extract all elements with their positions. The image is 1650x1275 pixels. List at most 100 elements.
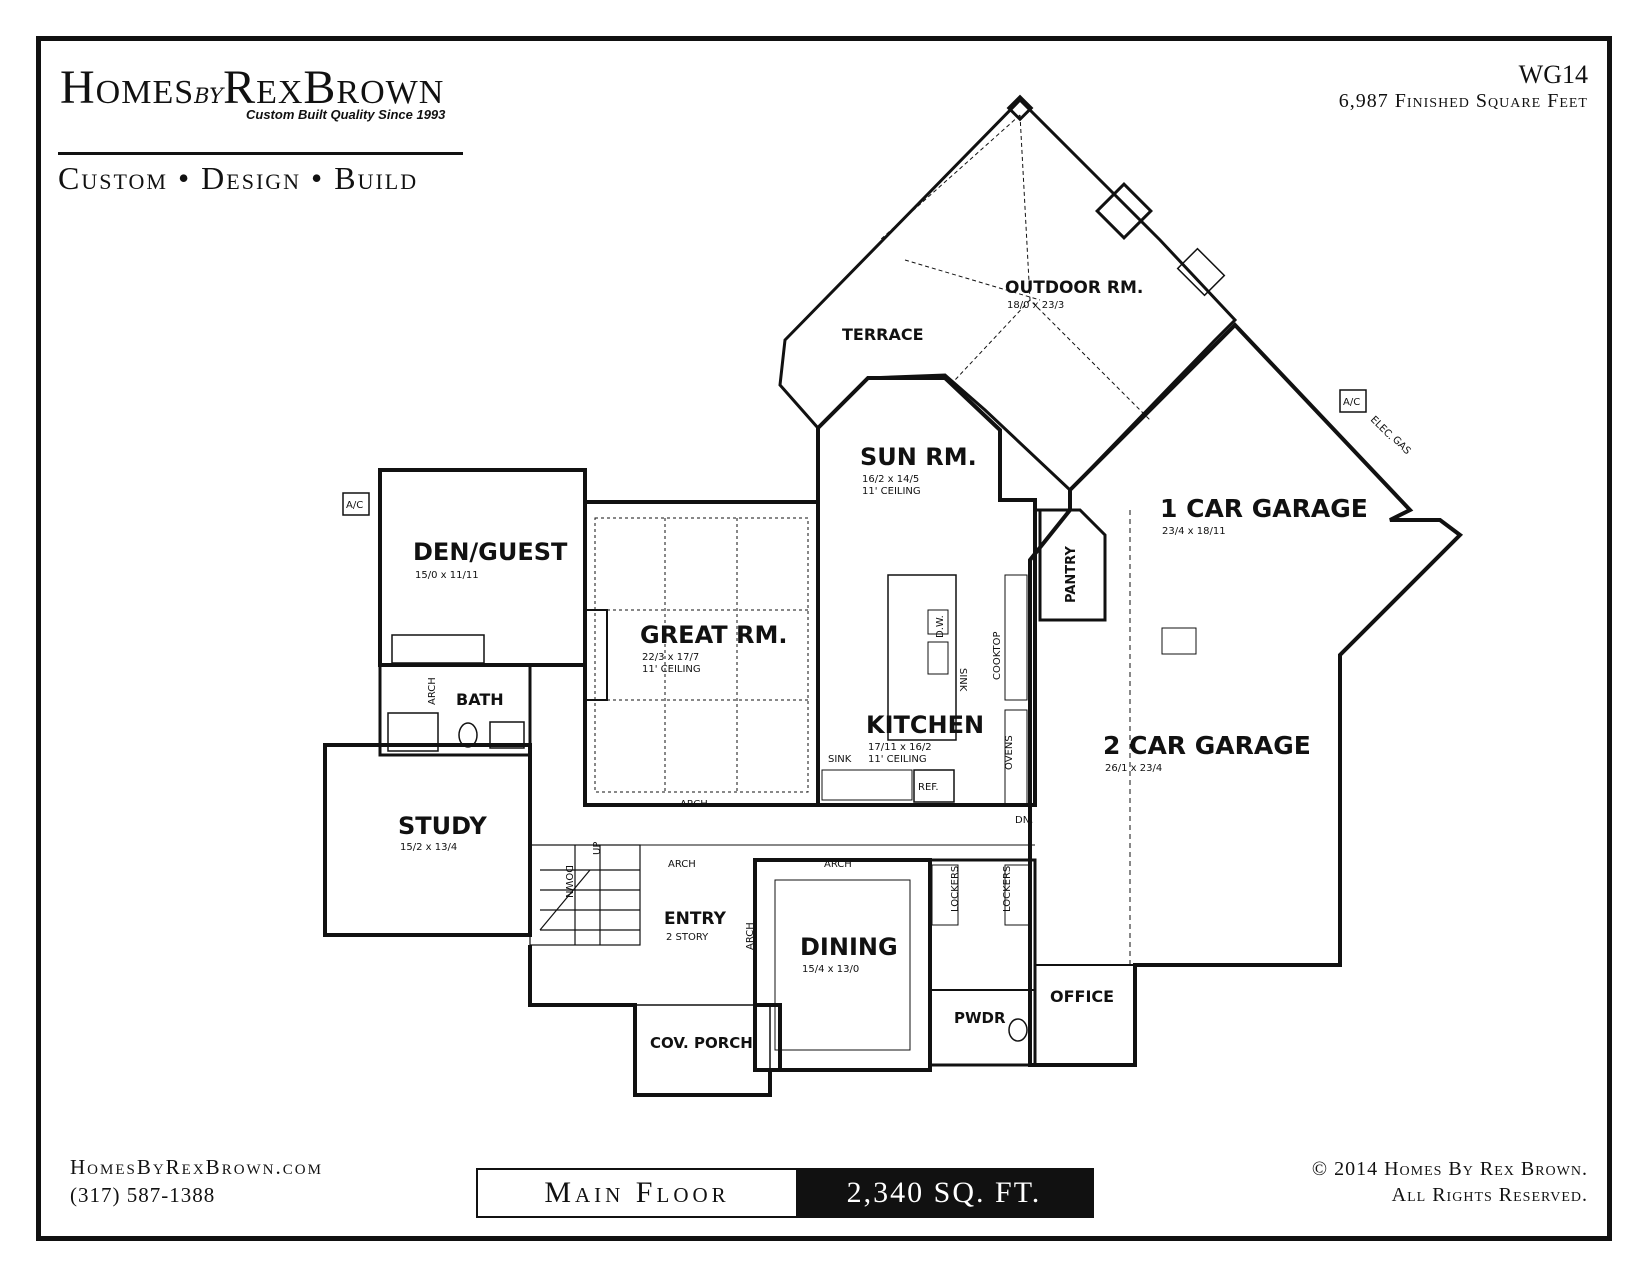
- brand-services: Custom • Design • Build: [58, 160, 419, 196]
- sink-counter: [821, 769, 913, 801]
- footer-copyright: © 2014 Homes By Rex Brown.: [1311, 1158, 1588, 1180]
- brand-name-pre: Homes: [60, 61, 195, 114]
- dishwasher: [927, 609, 949, 635]
- ac-label-den: A/C: [346, 500, 363, 511]
- toilet-powder: [1008, 1018, 1028, 1042]
- floor-banner: Main Floor 2,340 SQ. FT.: [476, 1168, 1094, 1218]
- wall-outdoor-inner: [879, 114, 1151, 421]
- floor-sqft: 2,340 SQ. FT.: [796, 1170, 1092, 1216]
- room-great-name: GREAT RM.: [640, 621, 788, 649]
- sink-label-counter: SINK: [828, 754, 852, 765]
- fireplace-great-room: [584, 609, 608, 701]
- wall-mudroom: [928, 858, 1037, 1067]
- gas-label: GAS: [1390, 434, 1413, 457]
- cooktop-label: COOKTOP: [992, 631, 1003, 680]
- elec-label: ELEC.: [1368, 414, 1396, 442]
- arch-label-great: ARCH: [680, 799, 708, 810]
- room-den-name: DEN/GUEST: [413, 538, 568, 566]
- arch-label-dining: ARCH: [824, 859, 852, 870]
- room-pwdr-name: PWDR: [954, 1009, 1006, 1027]
- wall-powder: [929, 989, 1036, 1066]
- room-garage2-dims: 26/1 x 23/4: [1105, 763, 1162, 774]
- room-entry-note: 2 STORY: [666, 932, 709, 943]
- up-label: UP: [592, 842, 603, 855]
- arch-label-entry: ARCH: [668, 859, 696, 870]
- grill-pad: [1176, 247, 1226, 297]
- room-sun-ceiling: 11' CEILING: [862, 486, 921, 497]
- page-frame: [36, 36, 1612, 1241]
- brand-name-by: by: [194, 76, 224, 111]
- room-kitchen-name: KITCHEN: [866, 711, 984, 739]
- floor-name: Main Floor: [544, 1176, 730, 1209]
- brand-tagline: Custom Built Quality Since 1993: [246, 107, 446, 122]
- plan-finished-sqft: 6,987 Finished Square Feet: [1338, 90, 1588, 112]
- lockers-label-left: LOCKERS: [950, 866, 961, 912]
- cooktop-counter: [1004, 574, 1028, 701]
- wall-garage: [1028, 322, 1464, 1067]
- room-porch-name: COV. PORCH: [650, 1034, 753, 1052]
- room-outdoor-name: OUTDOOR RM.: [1005, 278, 1143, 298]
- room-den-dims: 15/0 x 11/11: [415, 570, 479, 581]
- fireplace: [1095, 182, 1153, 240]
- brand-name-post: RexBrown: [223, 61, 445, 114]
- room-office-name: OFFICE: [1050, 987, 1114, 1006]
- dn-label: DN.: [1015, 815, 1033, 826]
- dw-label: D.W.: [935, 615, 946, 638]
- room-kitchen-dims: 17/11 x 16/2: [868, 742, 932, 753]
- vanity-bath: [489, 721, 525, 749]
- room-pantry-name: PANTRY: [1064, 546, 1079, 603]
- column-outdoor: [1006, 94, 1034, 122]
- wall-pantry: [1035, 508, 1107, 622]
- room-bath-name: BATH: [456, 690, 504, 709]
- footer-phone: (317) 587-1388: [70, 1183, 216, 1207]
- room-garage2-name: 2 CAR GARAGE: [1103, 731, 1311, 760]
- wall-hall: [530, 804, 1035, 846]
- ref-label: REF.: [918, 782, 939, 793]
- ac-label-garage: A/C: [1343, 397, 1360, 408]
- lockers-label-right: LOCKERS: [1002, 866, 1013, 912]
- room-dining-name: DINING: [800, 933, 898, 961]
- great-room-ceiling-grid: [594, 517, 809, 793]
- island-sink: [927, 641, 949, 675]
- lockers-left: [931, 864, 959, 926]
- footer-website[interactable]: HomesByRexBrown.com: [70, 1155, 323, 1179]
- room-great-ceiling: 11' CEILING: [642, 664, 701, 675]
- room-garage1-dims: 23/4 x 18/11: [1162, 526, 1226, 537]
- plan-id: WG14: [1518, 60, 1588, 89]
- den-closet: [391, 634, 485, 664]
- dining-ceiling: [774, 879, 911, 1051]
- room-kitchen-ceiling: 11' CEILING: [868, 754, 927, 765]
- ac-unit-garage: [1339, 389, 1367, 413]
- wall-bath: [378, 663, 532, 757]
- stairs: [529, 844, 641, 946]
- room-sun-name: SUN RM.: [860, 443, 977, 471]
- room-study-dims: 15/2 x 13/4: [400, 842, 457, 853]
- room-entry-name: ENTRY: [664, 909, 727, 929]
- room-study-name: STUDY: [398, 812, 487, 840]
- wall-outdoor-room: [778, 97, 1238, 493]
- sink-label-island: SINK: [957, 668, 968, 692]
- wall-great-room: [583, 500, 820, 807]
- brand-divider: [58, 152, 463, 155]
- refrigerator: [913, 769, 955, 803]
- brand-logo: HomesbyRexBrown: [60, 60, 444, 115]
- wall-study: [323, 743, 532, 937]
- room-outdoor-dims: 18/0 x 23/3: [1007, 300, 1064, 311]
- footer-rights: All Rights Reserved.: [1391, 1184, 1588, 1206]
- down-label: DOWN: [563, 865, 574, 898]
- ac-unit-den: [342, 492, 370, 516]
- room-garage1-name: 1 CAR GARAGE: [1160, 494, 1368, 523]
- arch-label-side: ARCH: [745, 922, 756, 950]
- shower: [387, 712, 439, 752]
- garage-floor-drain: [1161, 627, 1197, 655]
- arch-label-bath: ARCH: [427, 677, 438, 705]
- lockers-right: [1004, 864, 1032, 926]
- room-dining-dims: 15/4 x 13/0: [802, 964, 859, 975]
- wall-office: [1034, 964, 1136, 1066]
- room-sun-dims: 16/2 x 14/5: [862, 474, 919, 485]
- room-great-dims: 22/3 x 17/7: [642, 652, 699, 663]
- kitchen-island: [887, 574, 957, 741]
- room-terrace-name: TERRACE: [842, 325, 924, 344]
- wall-porch: [634, 1004, 771, 1096]
